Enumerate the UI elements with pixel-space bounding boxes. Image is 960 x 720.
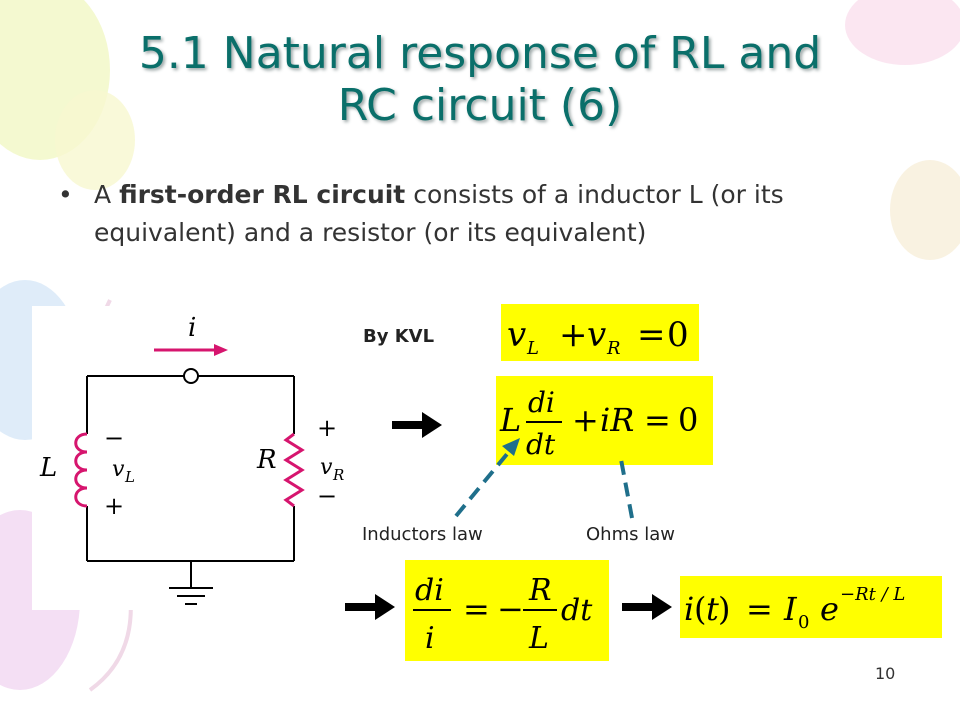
equation-differential-box: L di dt + iR = 0 xyxy=(496,376,713,465)
equation-kvl-box: v L + v R = 0 xyxy=(501,304,699,361)
svg-text:): ) xyxy=(718,590,730,628)
svg-text:v: v xyxy=(587,315,606,355)
resistor-label: R xyxy=(256,445,277,475)
slide-title: 5.1 Natural response of RL and RC circui… xyxy=(20,28,940,132)
arrow-right-icon xyxy=(345,594,395,620)
resistor-plus: + xyxy=(317,414,337,442)
bullet-dot-icon: • xyxy=(58,180,73,209)
svg-text:=: = xyxy=(637,315,666,355)
resistor-voltage-sub: R xyxy=(332,466,344,484)
svg-text:L: L xyxy=(526,338,539,359)
bullet-point: • A first-order RL circuit consists of a… xyxy=(58,176,914,252)
svg-text:(: ( xyxy=(694,590,706,628)
svg-text:+: + xyxy=(572,401,599,439)
ohms-law-pointer xyxy=(618,453,634,519)
svg-text:dt: dt xyxy=(526,428,556,461)
equation-kvl: v L + v R = 0 xyxy=(507,315,689,359)
resistor-voltage: v xyxy=(320,455,333,480)
current-label: i xyxy=(188,313,196,343)
inductor-voltage-sub: L xyxy=(124,468,135,486)
svg-text:R: R xyxy=(606,338,621,359)
svg-text:0: 0 xyxy=(667,315,689,355)
arrow-right-icon xyxy=(392,412,442,438)
svg-text:=: = xyxy=(463,590,490,628)
current-arrow-head xyxy=(214,344,228,356)
svg-text:e: e xyxy=(820,590,839,628)
inductor-minus: − xyxy=(104,424,124,452)
svg-text:−: − xyxy=(497,590,524,628)
equation-separated-box: di i = − R L dt xyxy=(405,560,609,661)
equation-solution: i ( t ) = I 0 e −Rt / L xyxy=(684,584,905,633)
svg-text:+: + xyxy=(559,315,588,355)
rl-circuit-diagram: i L − v L + R + v R − xyxy=(39,313,344,605)
inductors-law-arrowhead xyxy=(502,438,520,456)
equation-solution-box: i ( t ) = I 0 e −Rt / L xyxy=(680,576,942,638)
arrow-right-icon xyxy=(622,594,672,620)
resistor-minus: − xyxy=(317,482,337,510)
inductor-plus: + xyxy=(104,492,124,520)
svg-text:v: v xyxy=(507,315,526,355)
svg-text:t: t xyxy=(706,590,719,628)
kvl-label: By KVL xyxy=(363,326,435,347)
inductor-label: L xyxy=(39,453,57,483)
equation-differential: L di dt + iR = 0 xyxy=(499,386,698,461)
bullet-prefix: A xyxy=(94,180,120,209)
resistor-zigzag-icon xyxy=(283,432,305,508)
svg-text:dt: dt xyxy=(561,593,593,628)
svg-text:L: L xyxy=(528,621,549,656)
terminal-node xyxy=(183,368,199,384)
svg-text:−Rt / L: −Rt / L xyxy=(840,584,905,605)
svg-text:0: 0 xyxy=(798,612,809,633)
inductor-coil-icon xyxy=(74,432,88,508)
svg-text:iR: iR xyxy=(600,401,634,439)
svg-text:R: R xyxy=(528,573,552,608)
svg-text:=: = xyxy=(644,401,671,439)
equation-separated: di i = − R L dt xyxy=(413,573,593,656)
svg-text:0: 0 xyxy=(678,401,698,439)
bullet-rest: consists of a inductor L (or its equival… xyxy=(94,180,784,247)
title-line-1: 5.1 Natural response of RL and xyxy=(138,28,822,79)
inductors-law-pointer xyxy=(454,446,514,518)
svg-text:I: I xyxy=(783,590,798,628)
svg-text:i: i xyxy=(425,621,435,656)
svg-text:=: = xyxy=(746,590,773,628)
title-line-2: RC circuit (6) xyxy=(337,80,623,131)
svg-text:i: i xyxy=(684,590,694,628)
svg-text:di: di xyxy=(415,573,444,608)
inductors-law-label: Inductors law xyxy=(362,524,483,545)
svg-text:L: L xyxy=(499,401,521,439)
ohms-law-label: Ohms law xyxy=(586,524,675,545)
page-number: 10 xyxy=(875,664,896,683)
svg-text:di: di xyxy=(528,386,555,419)
law-pointer-arrows xyxy=(454,438,634,519)
bullet-bold-term: first-order RL circuit xyxy=(119,180,406,209)
inductor-voltage: v xyxy=(112,457,125,482)
